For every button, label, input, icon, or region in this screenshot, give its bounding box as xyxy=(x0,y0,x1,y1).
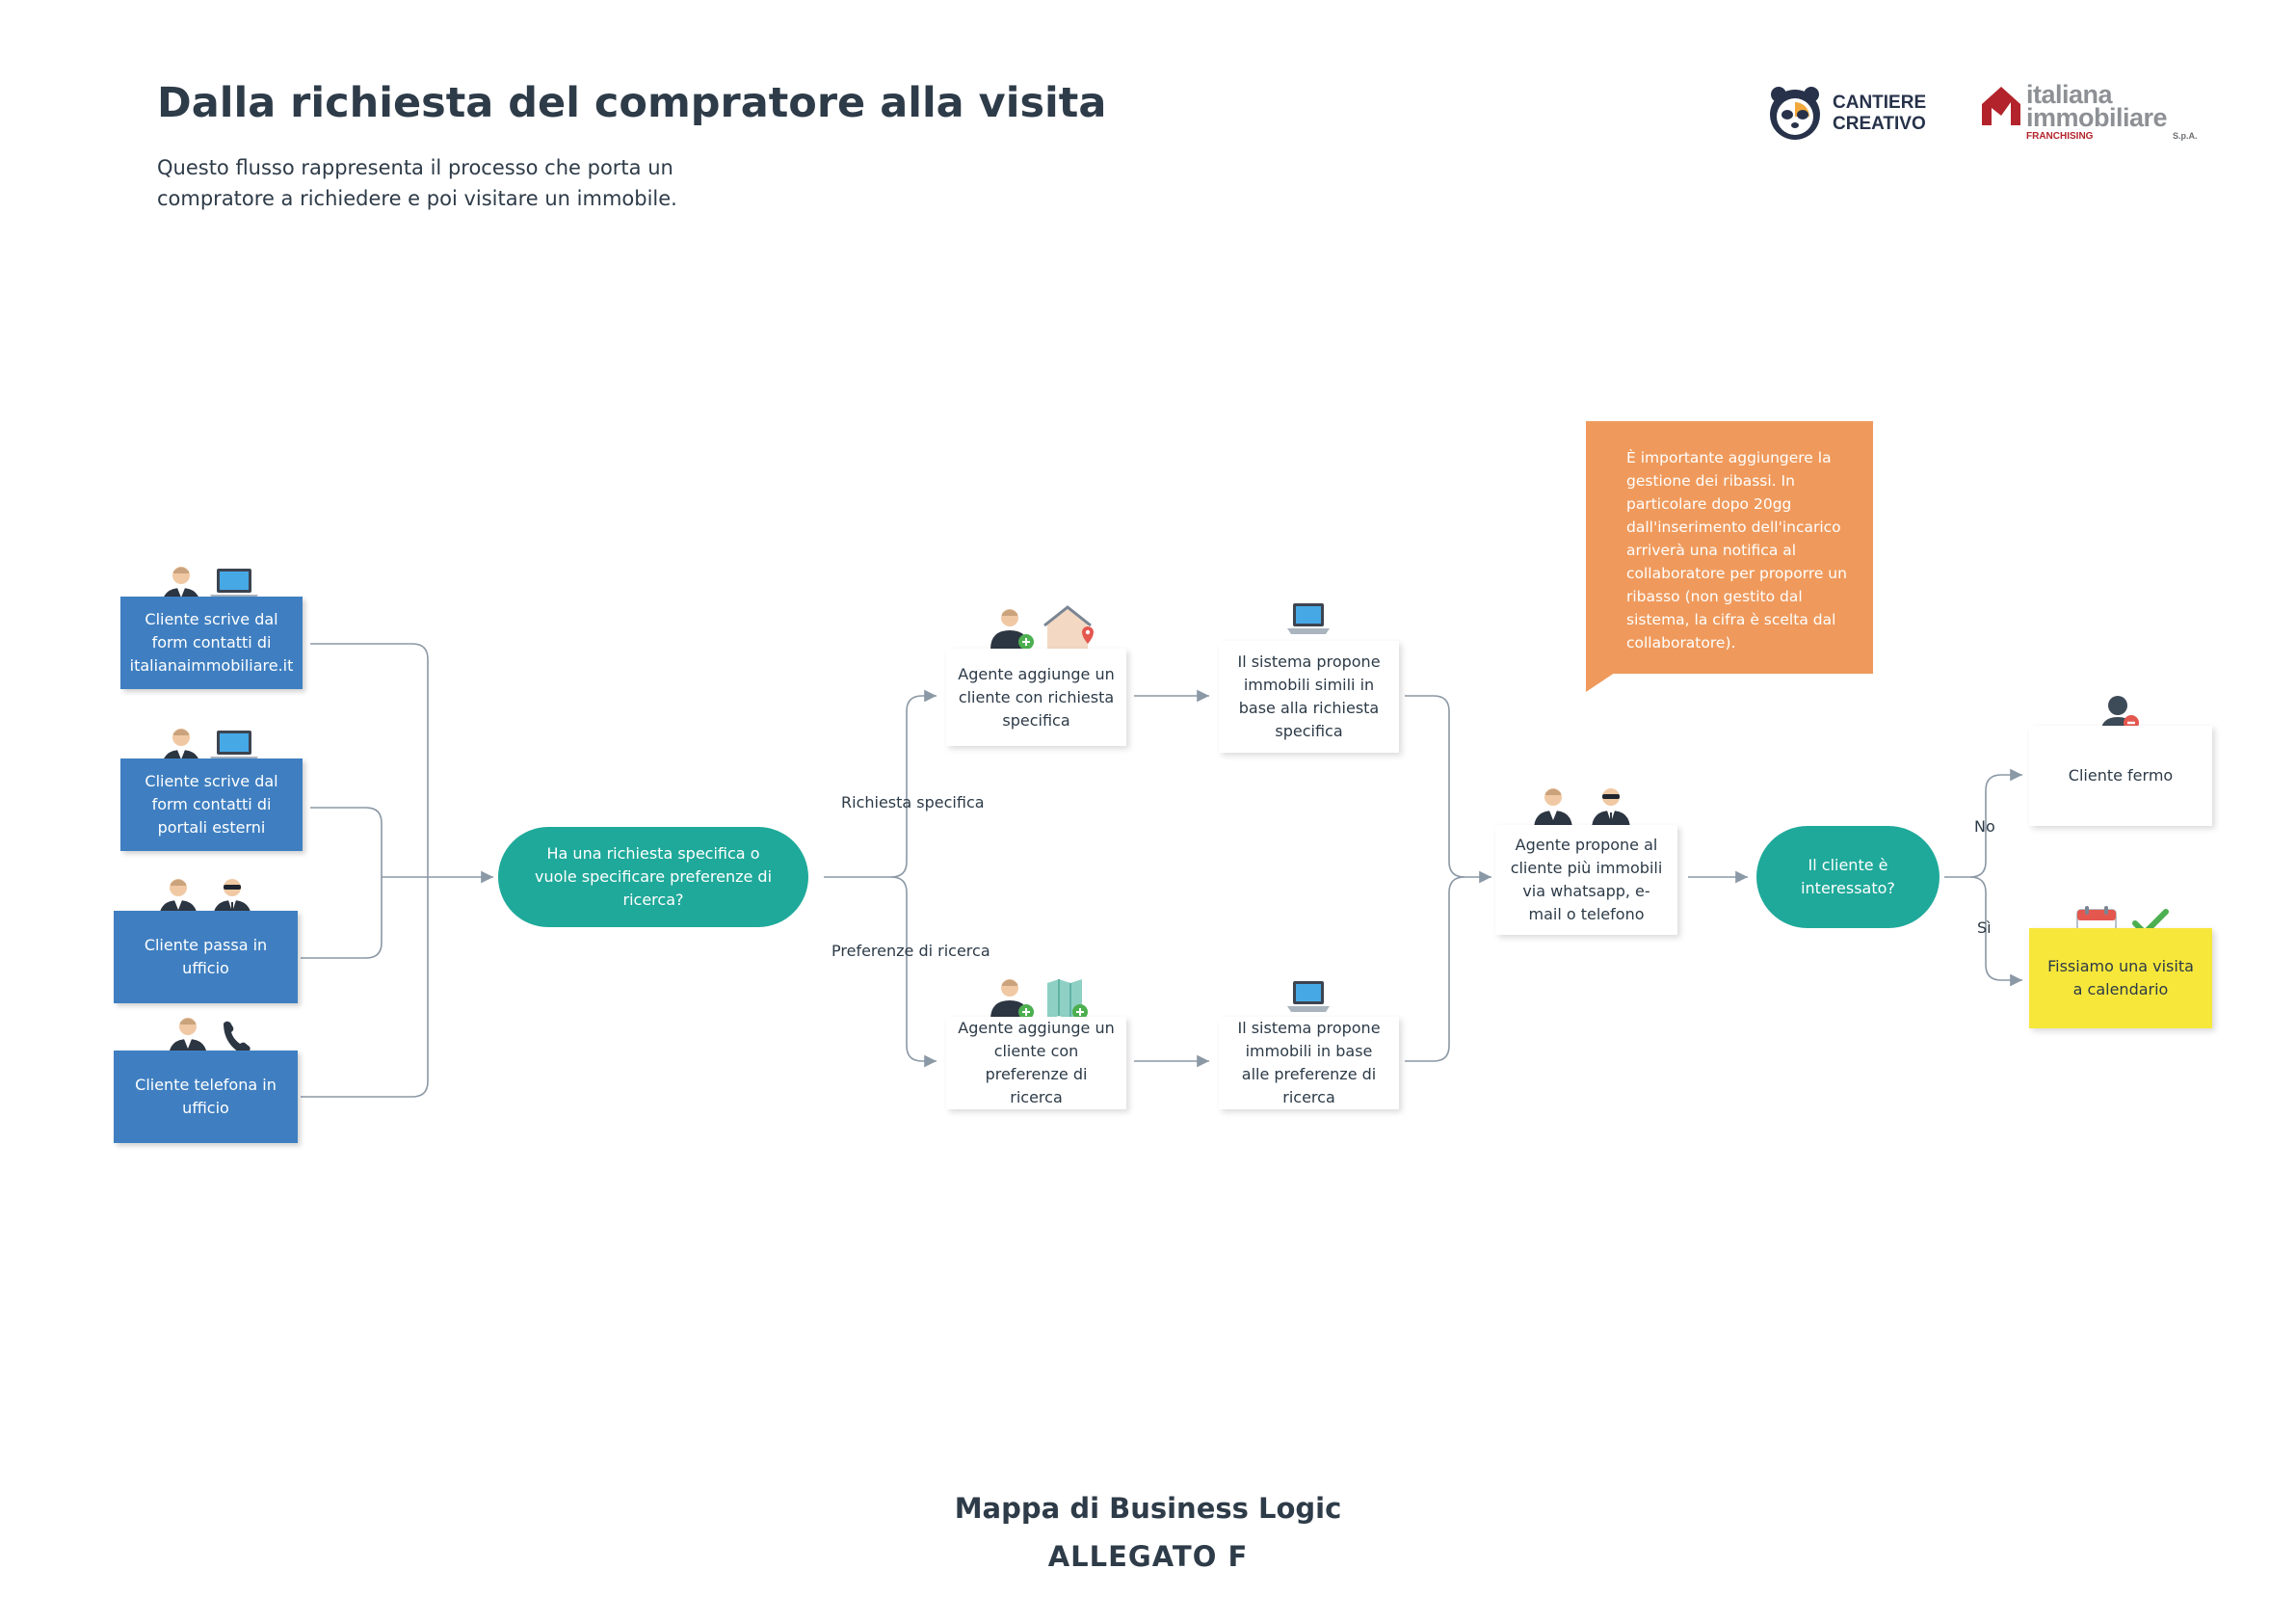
panda-icon xyxy=(1770,87,1820,140)
step-system-preference-properties: Il sistema propone immobili in base alle… xyxy=(1219,1017,1399,1109)
franchising-label: FRANCHISING xyxy=(2026,131,2094,142)
phone-icon xyxy=(224,1021,251,1054)
step-agent-search-preferences: Agente aggiunge un cliente con preferenz… xyxy=(946,1017,1126,1109)
footer-title: Mappa di Business Logic xyxy=(954,1492,1342,1525)
person-agent-icons-proposal xyxy=(1534,788,1630,830)
cantiere-creativo-logo: CANTIERE CREATIVO xyxy=(1765,83,1939,143)
connector-source-1 xyxy=(310,643,429,877)
outcome-client-stopped: Cliente fermo xyxy=(2029,726,2212,826)
connector-source-3 xyxy=(301,877,383,959)
decision-client-interested: Il cliente è interessato? xyxy=(1756,826,1940,928)
note-price-reduction: È importante aggiungere la gestione dei … xyxy=(1586,421,1873,674)
source-external-portals: Cliente scrive dal form contatti di port… xyxy=(120,758,303,851)
connector-source-4 xyxy=(301,877,429,1098)
house-location-icon xyxy=(1043,605,1094,650)
house-logo-icon xyxy=(1982,87,2020,125)
connector-branch-specific xyxy=(890,689,937,878)
connector-system-merge-top xyxy=(1405,695,1491,884)
map-add-icon xyxy=(1047,979,1088,1020)
person-add-icon xyxy=(990,979,1034,1020)
branch-label-yes: Sì xyxy=(1977,918,1992,937)
source-phone-call: Cliente telefona in ufficio xyxy=(114,1051,298,1143)
step-agent-specific-request: Agente aggiunge un cliente con richiesta… xyxy=(946,649,1126,746)
connector-system-merge-bottom xyxy=(1405,876,1465,1062)
connector-branch-preferences xyxy=(890,876,937,1068)
outcome-schedule-visit: Fissiamo una visita a calendario xyxy=(2029,928,2212,1028)
connector-source-2 xyxy=(310,807,383,877)
connector-outcome-yes xyxy=(1969,876,2022,987)
spa-label: S.p.A. xyxy=(2173,131,2198,141)
laptop-icon xyxy=(1287,603,1330,634)
person-icon xyxy=(1534,788,1572,830)
cantiere-creativo-wordmark: CANTIERE CREATIVO xyxy=(1833,93,1927,134)
decision-request-type: Ha una richiesta specifica o vuole speci… xyxy=(498,827,808,927)
source-office-visit: Cliente passa in ufficio xyxy=(114,911,298,1003)
branch-label-no: No xyxy=(1974,817,1995,836)
note-tail xyxy=(1586,673,1615,692)
agent-house-icons xyxy=(990,605,1094,650)
footer-subtitle: ALLEGATO F xyxy=(1047,1540,1249,1573)
agent-icon xyxy=(1592,788,1630,830)
step-system-similar-properties: Il sistema propone immobili simili in ba… xyxy=(1219,641,1399,753)
branch-label-preferences: Preferenze di ricerca xyxy=(831,942,990,960)
person-add-icon xyxy=(990,609,1034,650)
step-agent-proposes-properties: Agente propone al cliente più immobili v… xyxy=(1495,825,1677,935)
italiana-immobiliare-wordmark: italiana immobiliare xyxy=(2026,80,2168,132)
source-website-form: Cliente scrive dal form contatti di ital… xyxy=(120,597,303,689)
page-title: Dalla richiesta del compratore alla visi… xyxy=(157,79,1107,127)
page-subtitle: Questo flusso rappresenta il processo ch… xyxy=(157,156,677,210)
connector-outcome-no xyxy=(1969,768,2022,878)
agent-map-icons xyxy=(990,979,1088,1020)
laptop-icon xyxy=(1287,981,1330,1012)
branch-label-specific: Richiesta specifica xyxy=(841,793,985,812)
italiana-immobiliare-logo: italiana immobiliare FRANCHISING S.p.A. xyxy=(1980,80,2211,152)
